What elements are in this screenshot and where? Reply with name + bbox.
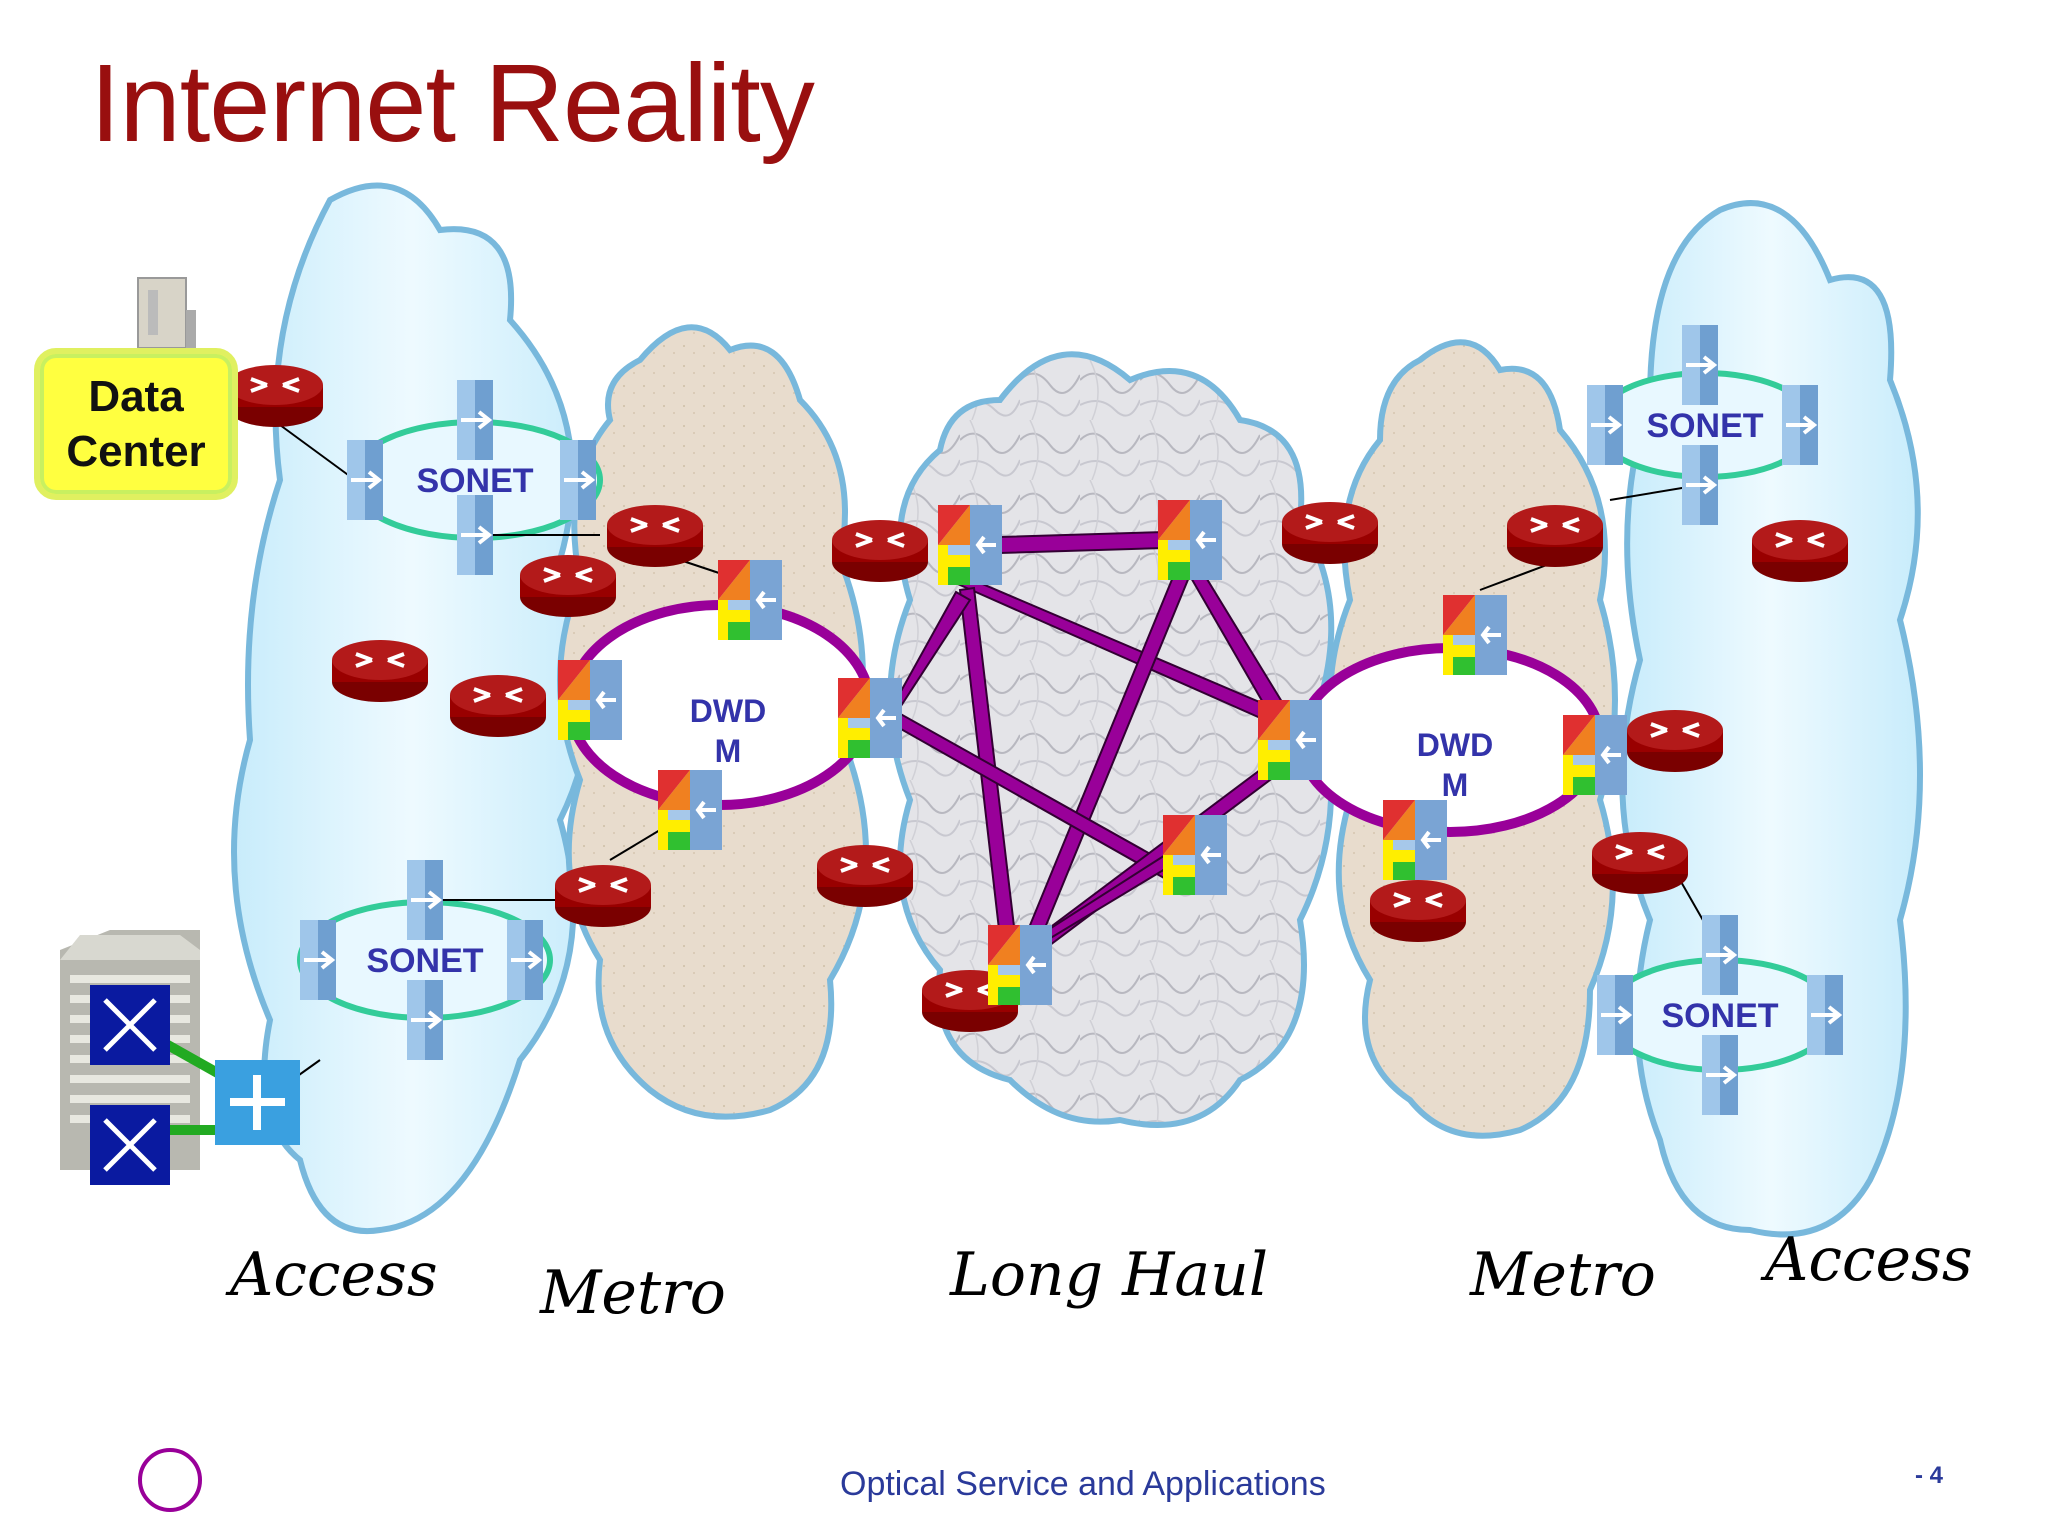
label-metro-right: Metro [1470, 1240, 1656, 1310]
svg-text:M: M [1442, 767, 1469, 803]
dwdm-ring-right: DWD M [1295, 643, 1605, 837]
svg-text:M: M [715, 733, 742, 769]
svg-text:SONET: SONET [416, 462, 533, 500]
data-center-label: Data Center [34, 348, 238, 500]
label-access-left: Access [230, 1240, 438, 1310]
svg-text:SONET: SONET [1661, 997, 1778, 1035]
footer-circle-icon [138, 1448, 202, 1512]
svg-text:SONET: SONET [366, 942, 483, 980]
svg-text:DWD: DWD [1417, 727, 1493, 763]
footer-text: Optical Service and Applications [840, 1465, 1326, 1503]
switch-icons [90, 985, 300, 1185]
label-metro-left: Metro [540, 1258, 726, 1328]
server-icon [137, 277, 196, 349]
page-number: - 4 [1915, 1462, 1944, 1489]
slide-title: Internet Reality [90, 42, 815, 165]
data-center-line2: Center [66, 427, 206, 476]
svg-text:DWD: DWD [690, 693, 766, 729]
data-center-line1: Data [88, 372, 184, 421]
label-long-haul: Long Haul [950, 1240, 1269, 1310]
label-access-right: Access [1765, 1225, 1973, 1295]
svg-text:SONET: SONET [1646, 407, 1763, 445]
